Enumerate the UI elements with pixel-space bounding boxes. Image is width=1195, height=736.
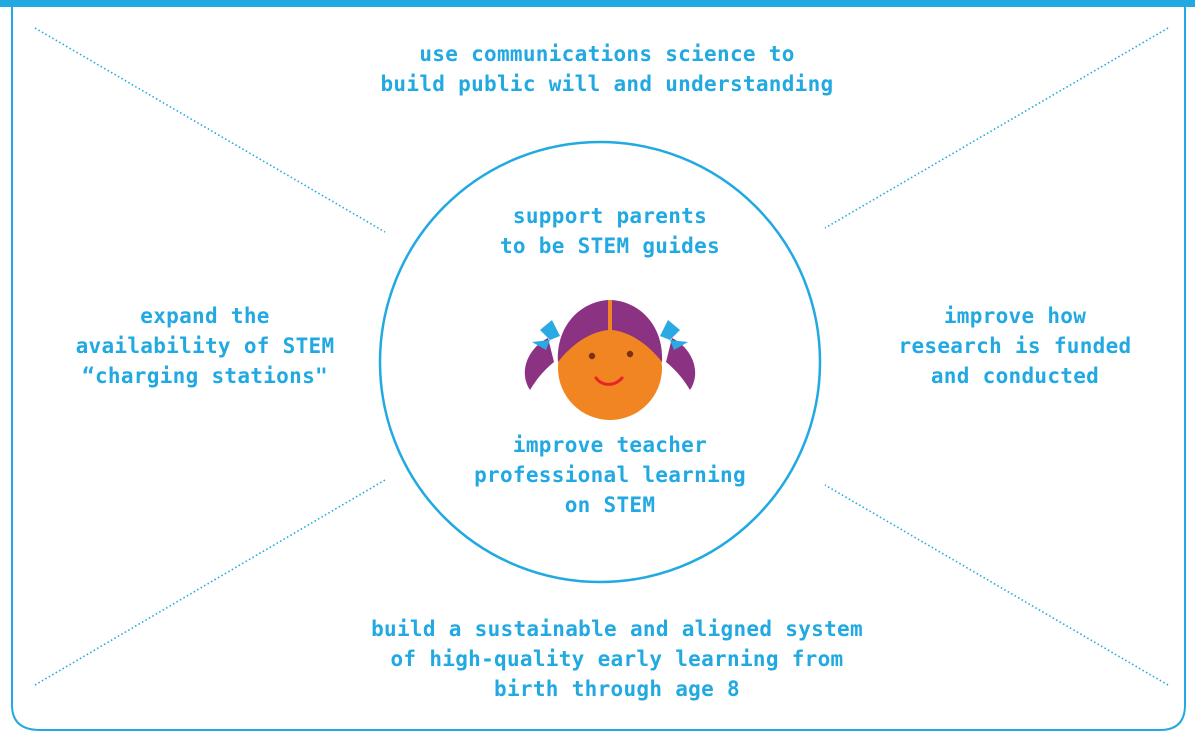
right-bow-tail bbox=[670, 340, 688, 350]
hair-part bbox=[608, 300, 612, 330]
label-left-line-1: expand the bbox=[140, 304, 270, 328]
right-bow bbox=[660, 320, 680, 340]
left-bow-tail bbox=[532, 340, 550, 350]
label-bottom-line-2: of high-quality early learning from bbox=[390, 647, 844, 671]
face-circle bbox=[558, 316, 662, 420]
left-pigtail bbox=[524, 338, 554, 390]
left-eye bbox=[588, 352, 596, 360]
circle-label-top-line-2: to be STEM guides bbox=[499, 234, 721, 258]
label-right: improve how research is funded and condu… bbox=[850, 301, 1180, 391]
right-pigtail bbox=[666, 338, 696, 390]
top-border bbox=[0, 0, 1195, 7]
circle-label-bottom-line-3: on STEM bbox=[564, 493, 656, 517]
label-bottom: build a sustainable and aligned system o… bbox=[307, 614, 927, 704]
label-right-line-2: research is funded bbox=[898, 334, 1132, 358]
right-eye bbox=[626, 350, 634, 358]
girl-face-icon bbox=[524, 300, 696, 420]
label-right-line-1: improve how bbox=[943, 304, 1087, 328]
label-top-line-2: build public will and understanding bbox=[380, 72, 834, 96]
label-bottom-line-1: build a sustainable and aligned system bbox=[371, 617, 863, 641]
circle-label-bottom: improve teacher professional learning on… bbox=[445, 430, 775, 520]
label-top-line-1: use communications science to bbox=[419, 42, 795, 66]
circle-label-top-line-1: support parents bbox=[512, 204, 708, 228]
label-left-line-2: availability of STEM bbox=[75, 334, 335, 358]
label-left-line-3: “charging stations" bbox=[82, 364, 328, 388]
label-left: expand the availability of STEM “chargin… bbox=[40, 301, 370, 391]
circle-label-top: support parents to be STEM guides bbox=[445, 201, 775, 261]
circle-label-bottom-line-2: professional learning bbox=[474, 463, 746, 487]
left-bow bbox=[540, 320, 560, 340]
circle-label-bottom-line-1: improve teacher bbox=[512, 433, 708, 457]
card-outline bbox=[11, 7, 1186, 731]
label-bottom-line-3: birth through age 8 bbox=[494, 677, 740, 701]
center-circle bbox=[378, 140, 822, 584]
label-right-line-3: and conducted bbox=[930, 364, 1100, 388]
hair-left bbox=[557, 300, 608, 362]
label-top: use communications science to build publ… bbox=[297, 39, 917, 99]
hair-right bbox=[612, 300, 663, 362]
smile bbox=[594, 376, 624, 386]
